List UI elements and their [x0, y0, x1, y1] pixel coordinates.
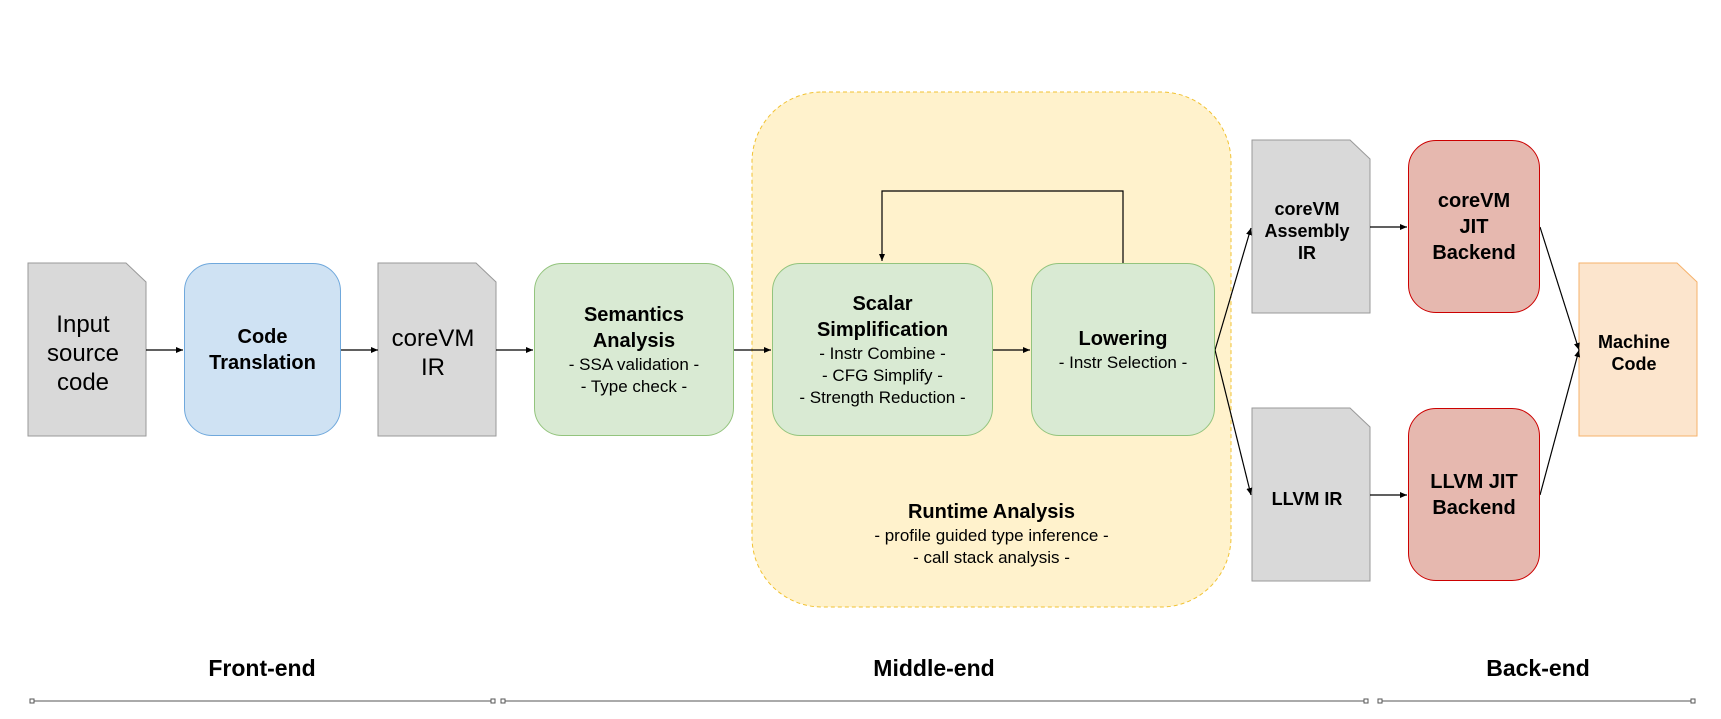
- scalar-item: - Instr Combine -: [819, 343, 946, 363]
- input-source-label: Input source code: [46, 310, 120, 396]
- runtime-item: - profile guided type inference -: [874, 526, 1109, 545]
- llvm-jit-line: LLVM JIT: [1430, 470, 1518, 493]
- lowering-item: - Instr Selection -: [1058, 352, 1188, 372]
- llvm-jit-line: Backend: [1432, 496, 1516, 519]
- middleend-bracket: [500, 698, 1369, 704]
- corevm-ir-label: coreVM IR: [391, 325, 475, 381]
- code-translation-box: Code Translation: [184, 263, 341, 436]
- scalar-simplification-box: Scalar Simplification - Instr Combine - …: [772, 263, 993, 436]
- runtime-analysis-title: Runtime Analysis: [907, 501, 1076, 523]
- arrow-corevm-jit-to-machine: [1539, 226, 1580, 351]
- llvm-ir-doc: [1251, 407, 1371, 582]
- semantics-analysis-box: Semantics Analysis - SSA validation - - …: [534, 263, 734, 436]
- lowering-title: Lowering: [1078, 327, 1168, 350]
- corevm-asm-label: coreVM Assembly IR: [1264, 199, 1350, 263]
- llvm-jit-backend-box: LLVM JIT Backend: [1408, 408, 1540, 581]
- scalar-item: - Strength Reduction -: [799, 387, 966, 407]
- backend-bracket: [1377, 698, 1696, 704]
- semantics-item: - SSA validation -: [568, 354, 700, 374]
- runtime-analysis-label: Runtime Analysis - profile guided type i…: [752, 494, 1231, 574]
- lowering-box: Lowering - Instr Selection -: [1031, 263, 1215, 436]
- corevm-asm-doc: [1251, 139, 1371, 314]
- runtime-item: - call stack analysis -: [913, 548, 1070, 567]
- arrow-lowering-feedback: [879, 190, 1124, 263]
- scalar-item: - CFG Simplify -: [822, 365, 943, 385]
- middleend-label: Middle-end: [873, 655, 995, 681]
- arrow-lowering-to-asm: [1214, 227, 1252, 351]
- semantics-item: - Type check -: [580, 376, 688, 396]
- machine-code-label: Machine Code: [1597, 332, 1671, 374]
- semantics-analysis-title: Semantics Analysis: [583, 303, 685, 352]
- corevm-jit-line: JIT: [1459, 215, 1489, 238]
- input-source-doc: [27, 262, 147, 437]
- scalar-simplification-title: Scalar Simplification: [816, 292, 949, 341]
- code-translation-title: Code Translation: [209, 325, 316, 374]
- arrow-lowering-to-llvm: [1214, 349, 1253, 496]
- corevm-ir-doc: [377, 262, 497, 437]
- llvm-ir-label: LLVM IR: [1271, 489, 1343, 509]
- corevm-jit-line: Backend: [1432, 241, 1516, 264]
- frontend-label: Front-end: [208, 655, 316, 681]
- corevm-jit-line: coreVM: [1437, 189, 1511, 212]
- machine-code-doc: [1578, 262, 1698, 437]
- arrow-llvm-jit-to-machine: [1539, 349, 1581, 496]
- backend-label: Back-end: [1486, 655, 1590, 681]
- frontend-bracket: [29, 698, 496, 704]
- corevm-jit-backend-box: coreVM JIT Backend: [1408, 140, 1540, 313]
